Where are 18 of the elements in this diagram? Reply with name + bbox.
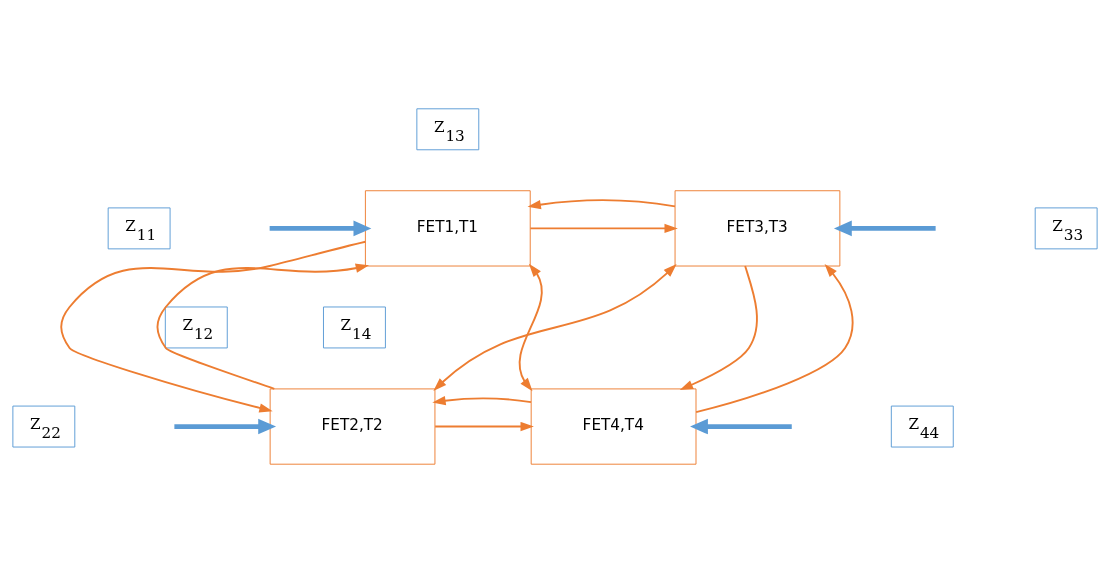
node-box: FET2,T2 [269, 388, 436, 465]
arrow [679, 265, 758, 391]
arrow [518, 263, 543, 392]
arrow [695, 263, 854, 414]
arrow [432, 396, 532, 406]
node-box: FET1,T1 [364, 190, 531, 267]
node-box: FET4,T4 [530, 388, 697, 465]
arrow [527, 199, 676, 210]
arrow [529, 223, 678, 234]
arrow [269, 220, 372, 237]
arrow [156, 263, 370, 390]
arrow [690, 418, 792, 435]
arrow [174, 418, 277, 435]
arrow [434, 421, 534, 432]
arrow [60, 240, 367, 413]
arrow [833, 220, 936, 237]
node-box: FET3,T3 [674, 190, 841, 267]
arrow [433, 264, 677, 391]
